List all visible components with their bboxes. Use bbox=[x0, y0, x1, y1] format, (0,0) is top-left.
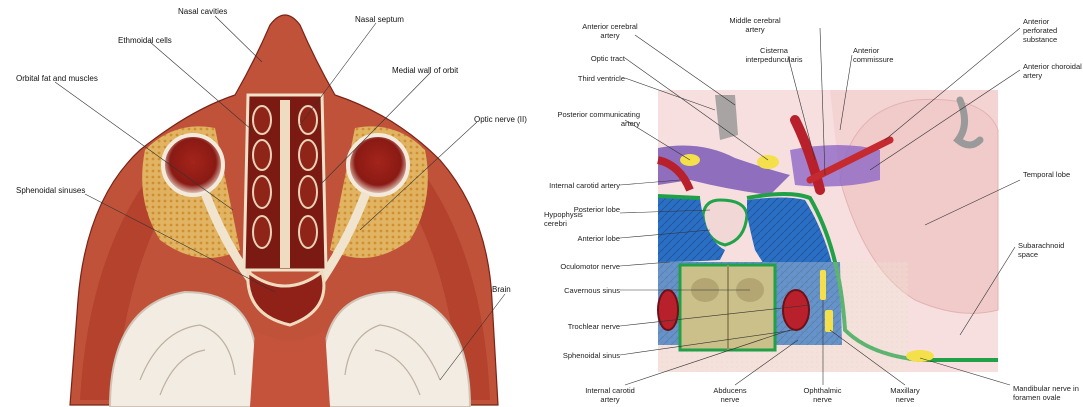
anterior-choroidal-artery-label: Anterior choroidal artery bbox=[1023, 62, 1083, 80]
left-eyeball bbox=[163, 135, 223, 195]
maxillary-nerve-shape bbox=[825, 310, 833, 332]
internal-carotid-artery-bottom-label: Internal carotid artery bbox=[580, 386, 640, 404]
sphenoidal-sinus-label: Sphenoidal sinus bbox=[545, 351, 620, 360]
posterior-lobe-label: Posterior lobe bbox=[560, 205, 620, 214]
sphenoidal-sinuses-label: Sphenoidal sinuses bbox=[16, 186, 85, 195]
internal-carotid-left-lower bbox=[658, 290, 678, 330]
nasal-septum-label: Nasal septum bbox=[355, 15, 404, 24]
temporal-lobe-label: Temporal lobe bbox=[1023, 170, 1078, 179]
optic-nerve-label: Optic nerve (II) bbox=[474, 115, 527, 124]
optic-nerve-yellow-right bbox=[757, 155, 779, 169]
middle-cerebral-artery-label: Middle cerebral artery bbox=[725, 16, 785, 34]
cisterna-label: Cisterna interpeduncularis bbox=[744, 46, 804, 64]
right-eyeball bbox=[348, 135, 408, 195]
ethmoidal-cells-label: Ethmoidal cells bbox=[118, 36, 172, 45]
orbit-section-illustration: Nasal cavities Ethmoidal cells Nasal sep… bbox=[0, 0, 540, 407]
cavernous-sinus-label: Cavernous sinus bbox=[550, 286, 620, 295]
nasal-septum bbox=[280, 100, 290, 268]
cavernous-sinus-diagram: Anterior cerebral artery Middle cerebral… bbox=[540, 0, 1083, 407]
posterior-communicating-artery-label: Posterior communicating artery bbox=[540, 110, 640, 128]
brain-label: Brain bbox=[492, 285, 511, 294]
abducens-nerve-label: Abducens nerve bbox=[705, 386, 755, 404]
maxillary-nerve-label: Maxillary nerve bbox=[880, 386, 930, 404]
third-ventricle-label: Third ventricle bbox=[560, 74, 625, 83]
mandibular-nerve-shape bbox=[906, 350, 934, 362]
anterior-perforated-substance-label: Anterior perforated substance bbox=[1023, 17, 1083, 44]
midline-region bbox=[250, 330, 330, 407]
medial-wall-label: Medial wall of orbit bbox=[392, 66, 458, 75]
orbital-fat-label: Orbital fat and muscles bbox=[16, 74, 98, 83]
internal-carotid-artery-top-label: Internal carotid artery bbox=[540, 181, 620, 190]
oculomotor-nerve-label: Oculomotor nerve bbox=[550, 262, 620, 271]
ophthalmic-nerve-label: Ophthalmic nerve bbox=[795, 386, 850, 404]
mandibular-nerve-label: Mandibular nerve in foramen ovale bbox=[1013, 384, 1081, 402]
trochlear-nerve-label: Trochlear nerve bbox=[550, 322, 620, 331]
subarachnoid-space-label: Subarachnoid space bbox=[1018, 241, 1078, 259]
ophthalmic-nerve-shape bbox=[820, 270, 826, 300]
nasal-cavities-label: Nasal cavities bbox=[178, 7, 227, 16]
optic-tract-label: Optic tract bbox=[570, 54, 625, 63]
internal-carotid-right-lower bbox=[783, 290, 809, 330]
anterior-cerebral-artery-label: Anterior cerebral artery bbox=[578, 22, 642, 40]
anterior-commissure-label: Anterior commissure bbox=[853, 46, 903, 64]
anterior-lobe-label: Anterior lobe bbox=[560, 234, 620, 243]
orbit-section-drawing bbox=[0, 0, 540, 407]
